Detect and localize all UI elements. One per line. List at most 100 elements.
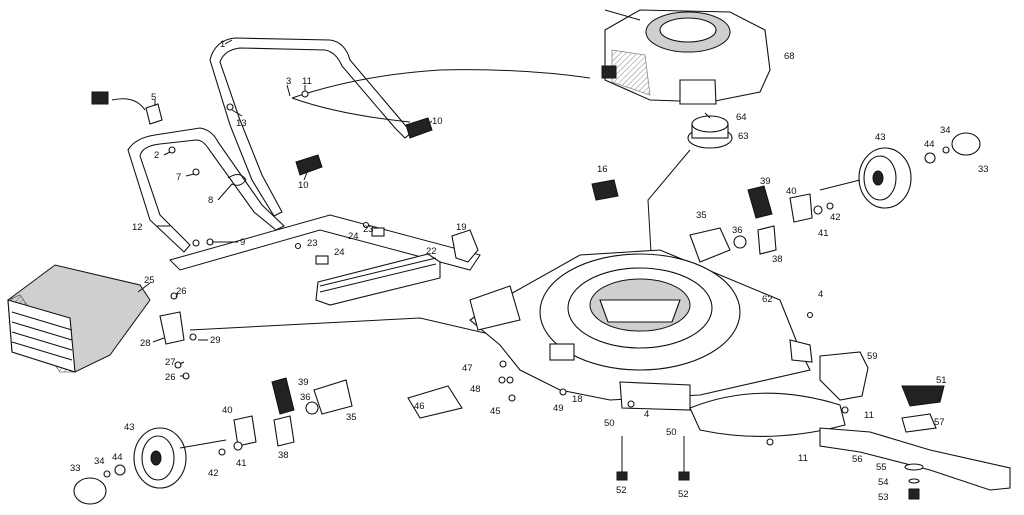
callout-49: 49 [553, 403, 564, 414]
lower-bolts [616, 436, 774, 481]
callout-5: 5 [151, 92, 156, 103]
callout-13: 13 [236, 118, 247, 129]
callout-56: 56 [852, 454, 863, 465]
callout-42: 42 [208, 468, 219, 479]
callout-26: 26 [176, 286, 187, 297]
callout-16: 16 [597, 164, 608, 175]
callout-59: 59 [867, 351, 878, 362]
handle-leaders [154, 39, 433, 243]
callout-36: 36 [732, 225, 743, 236]
callout-57: 57 [934, 417, 945, 428]
callout-34: 34 [940, 125, 951, 136]
callout-55: 55 [876, 462, 887, 473]
callout-52: 52 [678, 489, 689, 500]
rear-baffle-panel [169, 214, 481, 271]
callout-27: 27 [165, 357, 176, 368]
callout-12: 12 [132, 222, 143, 233]
deck-hardware [498, 311, 849, 414]
upper-handle [209, 37, 413, 217]
callout-47: 47 [462, 363, 473, 374]
crankshaft-axis [647, 149, 691, 271]
callout-labels: 1 3 11 13 10 10 5 2 7 8 12 9 23 24 23 24… [70, 39, 989, 503]
callout-48: 48 [470, 384, 481, 395]
callout-54: 54 [878, 477, 889, 488]
callout-4: 4 [818, 289, 823, 300]
callout-46: 46 [414, 401, 425, 412]
callout-34: 34 [94, 456, 105, 467]
callout-36: 36 [300, 392, 311, 403]
callout-52: 52 [616, 485, 627, 496]
callout-23: 23 [307, 238, 318, 249]
hinge-bracket-19 [451, 229, 479, 263]
callout-2: 2 [154, 150, 159, 161]
engine-adapter-63 [687, 112, 733, 149]
callout-35: 35 [696, 210, 707, 221]
callout-29: 29 [210, 335, 221, 346]
callout-33: 33 [978, 164, 989, 175]
callout-33: 33 [70, 463, 81, 474]
baffle-hardware [294, 221, 385, 265]
deflector-plate-22 [315, 253, 441, 306]
callout-3: 3 [286, 76, 291, 87]
callout-4: 4 [644, 409, 649, 420]
callout-7: 7 [176, 172, 181, 183]
blade-adapter-57 [901, 413, 937, 433]
callout-24: 24 [348, 231, 359, 242]
callout-50: 50 [666, 427, 677, 438]
engine-68 [601, 9, 771, 105]
blade-56 [819, 427, 1011, 491]
blade-hardware [904, 463, 924, 500]
mower-deck [469, 249, 813, 411]
callout-25: 25 [144, 275, 155, 286]
callout-10: 10 [298, 180, 309, 191]
callout-41: 41 [818, 228, 829, 239]
handle-knob-10-upper [405, 117, 433, 139]
callout-64: 64 [736, 112, 747, 123]
callout-38: 38 [772, 254, 783, 265]
callout-23: 23 [363, 224, 374, 235]
trim-panel-46 [407, 385, 463, 419]
callout-24: 24 [334, 247, 345, 258]
callout-44: 44 [924, 139, 935, 150]
height-adjuster-rear [689, 185, 834, 263]
callout-10: 10 [432, 116, 443, 127]
bracket-16 [591, 179, 619, 201]
callout-9: 9 [240, 237, 245, 248]
callout-63: 63 [738, 131, 749, 142]
control-cable [111, 69, 591, 123]
callout-43: 43 [124, 422, 135, 433]
grass-catcher-bag-25 [7, 264, 151, 373]
handle-knob-10-lower [295, 154, 323, 176]
callout-39: 39 [298, 377, 309, 388]
callout-11: 11 [864, 410, 874, 421]
control-clip-5 [91, 91, 163, 125]
callout-51: 51 [936, 375, 947, 386]
callout-40: 40 [222, 405, 233, 416]
callout-28: 28 [140, 338, 151, 349]
callout-26: 26 [165, 372, 176, 383]
bag-mount-bracket-28 [159, 292, 197, 380]
lower-handle [127, 127, 285, 253]
deck-skirt-59 [819, 351, 869, 401]
callout-18: 18 [572, 394, 583, 405]
callout-11: 11 [302, 76, 312, 87]
callout-35: 35 [346, 412, 357, 423]
callout-22: 22 [426, 246, 437, 257]
callout-68: 68 [784, 51, 795, 62]
blade-adapter-51 [901, 385, 945, 407]
callout-39: 39 [760, 176, 771, 187]
callout-11: 11 [798, 453, 808, 464]
callout-1: 1 [220, 39, 225, 50]
handle-hardware [168, 90, 309, 247]
callout-43: 43 [875, 132, 886, 143]
front-wheel-43 [73, 427, 187, 505]
callout-38: 38 [278, 450, 289, 461]
callout-40: 40 [786, 186, 797, 197]
callout-19: 19 [456, 222, 467, 233]
rear-wheel-43 [819, 132, 981, 209]
height-adjuster-front [179, 377, 353, 456]
callout-45: 45 [490, 406, 501, 417]
callout-53: 53 [878, 492, 889, 503]
callout-62: 62 [762, 294, 773, 305]
